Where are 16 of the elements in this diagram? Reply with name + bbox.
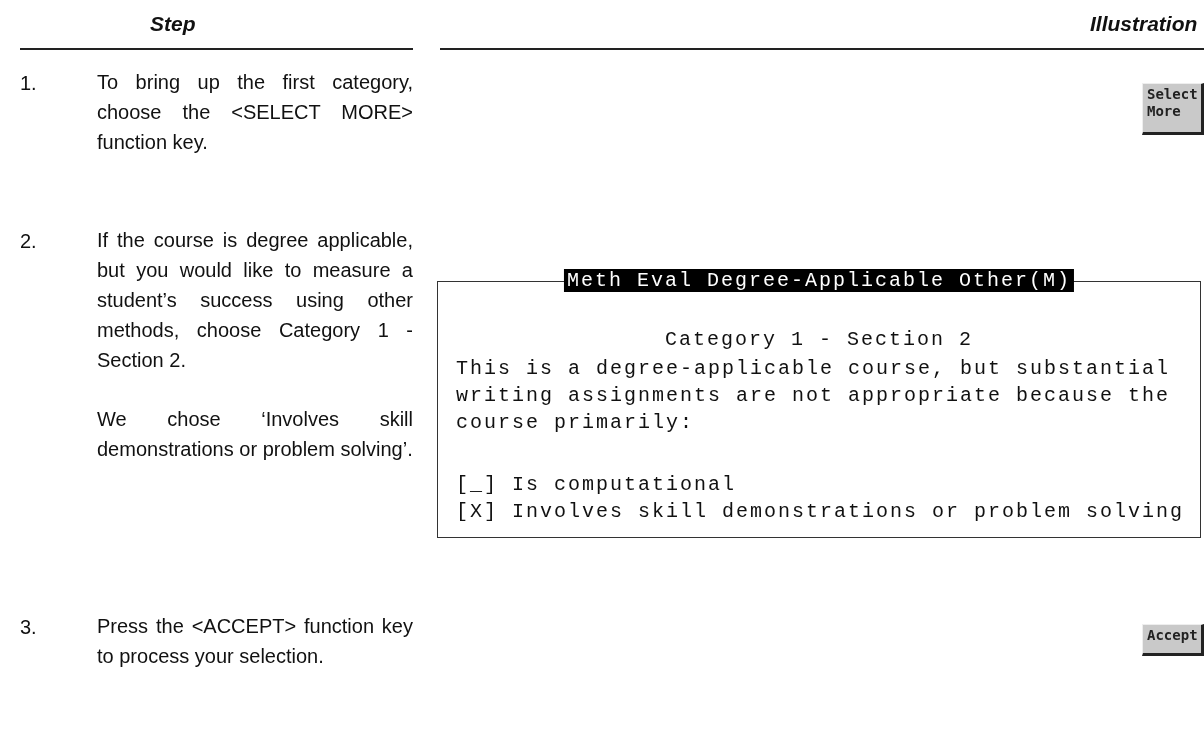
checkbox-option: [X] Involves skill demonstrations or problem solving: [456, 500, 1185, 523]
step-number: 2.: [20, 230, 37, 253]
step-number: 3.: [20, 616, 37, 639]
step-number: 1.: [20, 72, 37, 95]
column-heading: Step: [150, 12, 196, 36]
step-text: If the course is degree applicable, but you would like to measure a student’s success using other methods, choose Category 1 - Section 2.: [97, 228, 413, 373]
function-key: Accept: [1142, 624, 1204, 656]
column-heading: Illustration: [1090, 12, 1198, 36]
checkbox-option: [_] Is computational: [456, 473, 737, 496]
step-text: Press the <ACCEPT> function key to process your selection.: [97, 614, 413, 669]
step-text: To bring up the first category, choose the <SELECT MORE> function key.: [97, 70, 413, 155]
dialog-title: Meth Eval Degree-Applicable Other(M): [563, 269, 1075, 292]
function-key: Select More: [1142, 83, 1204, 135]
section-heading: Category 1 - Section 2: [665, 328, 973, 351]
dialog-text: This is a degree-applicable course, but substantial writing assignments are not appropriate because the course primarily:: [456, 356, 1172, 436]
step-text: We chose ‘Involves skill demonstrations or problem solving’.: [97, 407, 413, 462]
